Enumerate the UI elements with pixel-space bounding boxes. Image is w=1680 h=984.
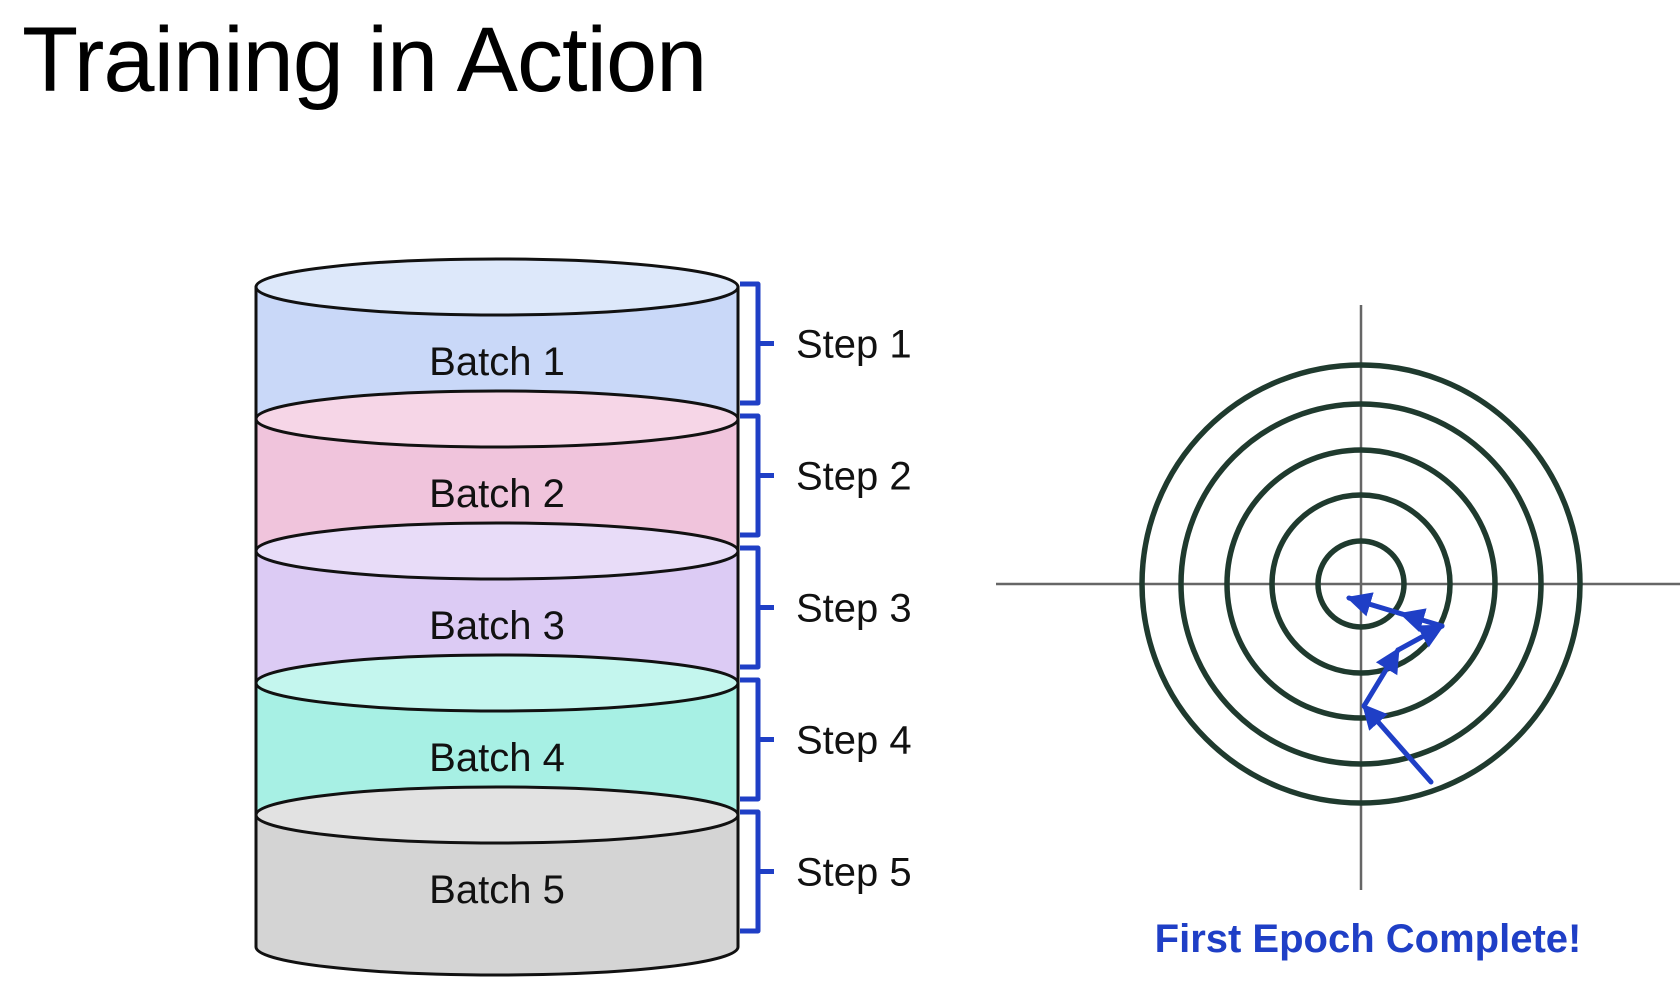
loss-contour-plot [996,305,1680,890]
bracket-shape [740,281,774,406]
gradient-step-arrow-2 [1361,647,1401,709]
batch-label: Batch 2 [429,472,565,516]
step-label: Step 3 [796,587,912,631]
batch-top [254,389,740,449]
loss-contour-4 [1178,401,1544,767]
batch-stack: Batch 1 Batch 2 Batch 3 Batch 4 Batch 5 [254,257,740,977]
batch-label: Batch 4 [429,736,565,780]
batch-top [254,521,740,581]
loss-contour-5 [1139,362,1583,806]
bracket-shape [740,413,774,538]
batch-label: Batch 3 [429,604,565,648]
loss-contour-3 [1224,447,1498,721]
loss-contour-2 [1269,492,1453,676]
batch-top [254,257,740,317]
step-bracket-5: Step 5 [740,809,912,934]
loss-contour-1 [1315,538,1407,630]
slide-title: Training in Action [22,9,707,111]
step-label: Step 1 [796,323,912,367]
step-bracket-3: Step 3 [740,545,912,670]
gradient-step-arrow-4 [1399,608,1445,633]
gradient-step-arrow-1 [1361,703,1434,785]
batch-label: Batch 1 [429,340,565,384]
gradient-step-arrow-3 [1395,623,1445,653]
step-bracket-1: Step 1 [740,281,912,406]
batch-top [254,653,740,713]
epoch-complete-caption: First Epoch Complete! [1155,917,1582,961]
bracket-shape [740,545,774,670]
step-label: Step 4 [796,719,912,763]
step-brackets: Step 1 Step 2 Step 3 Step 4 Step 5 [740,281,912,934]
batch-body [254,813,740,977]
gradient-step-arrow-5 [1346,592,1405,617]
batch-label: Batch 5 [429,868,565,912]
step-bracket-4: Step 4 [740,677,912,802]
step-label: Step 2 [796,455,912,499]
bracket-shape [740,677,774,802]
batch-top [254,785,740,845]
step-bracket-2: Step 2 [740,413,912,538]
bracket-shape [740,809,774,934]
batch-disk-5: Batch 5 [254,785,740,977]
step-label: Step 5 [796,851,912,895]
